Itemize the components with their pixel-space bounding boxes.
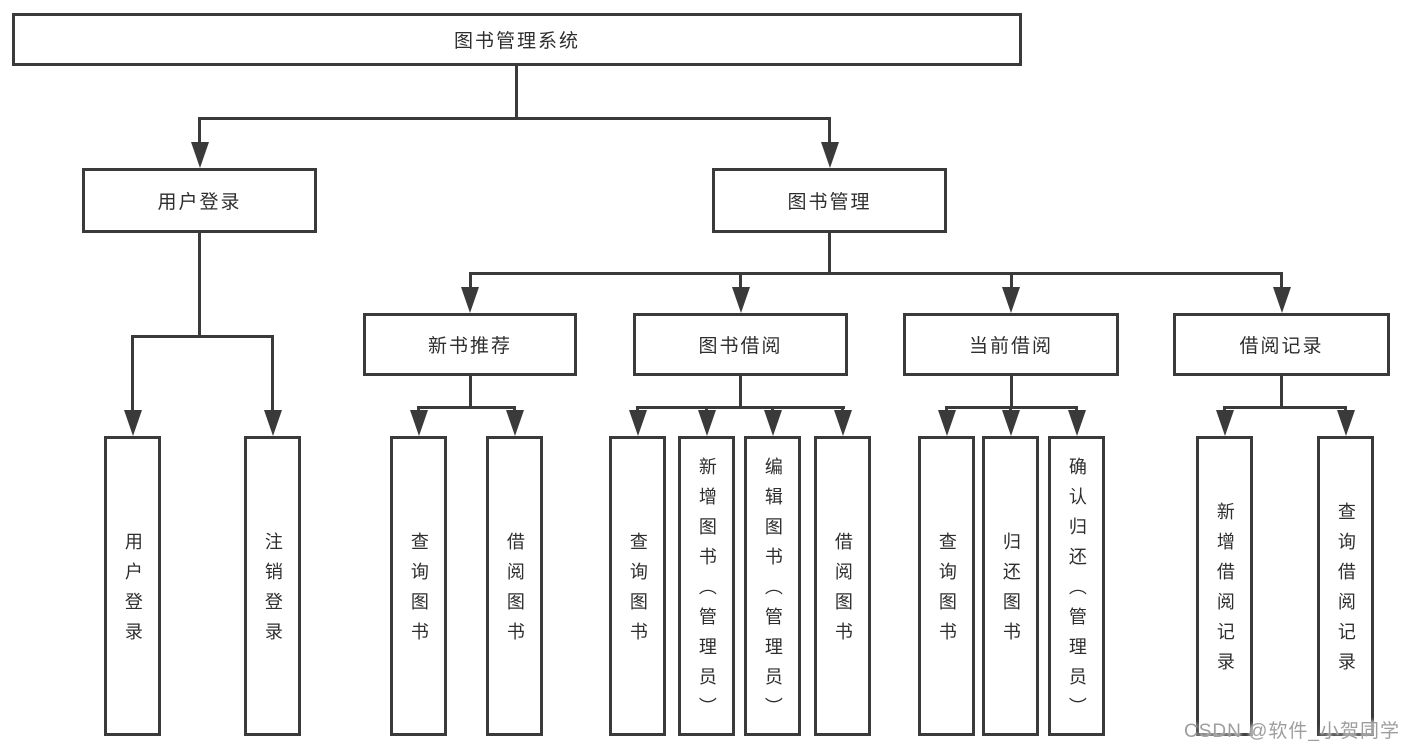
connector-feed [468, 373, 472, 408]
leaf-borrow-books: 借阅图书 [814, 436, 871, 736]
arrow-down-icon [263, 410, 282, 436]
node-book-management: 图书管理 [712, 168, 947, 233]
arrow-down-icon [1272, 287, 1291, 313]
arrow-down-icon [628, 410, 647, 436]
connector-drop-level3 [1009, 272, 1013, 290]
node-user-login: 用户登录 [82, 168, 317, 233]
connector-drop-leaf [131, 335, 134, 412]
leaf-label: 借阅图书 [832, 532, 853, 652]
node-book-borrow: 图书借阅 [633, 313, 848, 376]
connector-drop-leaf [271, 335, 274, 412]
arrow-down-icon [937, 410, 956, 436]
leaf-label: 新增图书（管理员） [696, 457, 717, 727]
connector-user-login-split [131, 335, 274, 338]
node-library-system: 图书管理系统 [12, 13, 1022, 66]
leaf-query-books-current: 查询图书 [918, 436, 975, 736]
arrow-down-icon [820, 142, 839, 168]
connector-book-mgmt-feed [828, 230, 831, 274]
arrow-down-icon [1067, 410, 1086, 436]
leaf-label: 归还图书 [1000, 532, 1021, 652]
leaf-label: 新增借阅记录 [1214, 502, 1235, 682]
connector-feed [1280, 373, 1283, 408]
leaf-add-borrow-record: 新增借阅记录 [1196, 436, 1253, 736]
arrow-down-icon [123, 410, 142, 436]
connector-split [1223, 406, 1347, 409]
arrow-down-icon [1001, 410, 1020, 436]
connector-feed [739, 373, 742, 408]
leaf-add-book-admin: 新增图书（管理员） [678, 436, 735, 736]
arrow-down-icon [697, 410, 716, 436]
connector-root-branch [198, 117, 831, 120]
leaf-query-borrow-record: 查询借阅记录 [1317, 436, 1374, 736]
connector-user-login-feed [198, 230, 201, 337]
leaf-label: 借阅图书 [504, 532, 525, 652]
arrow-down-icon [505, 410, 524, 436]
leaf-query-books-borrow: 查询图书 [609, 436, 666, 736]
leaf-logout: 注销登录 [244, 436, 301, 736]
leaf-label: 确认归还（管理员） [1066, 457, 1087, 727]
connector-drop-level3 [739, 272, 742, 290]
connector-drop-level3 [1280, 272, 1283, 290]
arrow-down-icon [763, 410, 782, 436]
leaf-label: 注销登录 [262, 532, 283, 652]
arrow-down-icon [461, 287, 479, 313]
connector-drop-level3 [468, 272, 472, 290]
node-borrow-records: 借阅记录 [1173, 313, 1390, 376]
leaf-label: 查询图书 [408, 532, 429, 652]
leaf-confirm-return-admin: 确认归还（管理员） [1048, 436, 1105, 736]
node-current-borrow: 当前借阅 [903, 313, 1119, 376]
connector-drop-book-mgmt [828, 117, 831, 145]
leaf-label: 查询图书 [936, 532, 957, 652]
arrow-down-icon [833, 410, 852, 436]
arrow-down-icon [731, 287, 750, 313]
leaf-query-books-recommend: 查询图书 [390, 436, 447, 736]
leaf-edit-book-admin: 编辑图书（管理员） [744, 436, 801, 736]
arrow-down-icon [1336, 410, 1355, 436]
arrow-down-icon [1002, 287, 1020, 313]
connector-feed [1009, 373, 1013, 408]
leaf-return-book: 归还图书 [982, 436, 1039, 736]
csdn-watermark: CSDN @软件_小贺同学 [1184, 721, 1400, 742]
leaf-label: 查询借阅记录 [1335, 502, 1356, 682]
leaf-borrow-books-recommend: 借阅图书 [486, 436, 543, 736]
leaf-user-login: 用户登录 [104, 436, 161, 736]
node-new-book-recommend: 新书推荐 [363, 313, 577, 376]
leaf-label: 用户登录 [122, 532, 143, 652]
connector-split [636, 406, 845, 409]
leaf-label: 编辑图书（管理员） [762, 457, 783, 727]
arrow-down-icon [409, 410, 428, 436]
connector-book-mgmt-branch [468, 272, 1283, 275]
connector-split [417, 406, 516, 409]
arrow-down-icon [1215, 410, 1234, 436]
leaf-label: 查询图书 [627, 532, 648, 652]
connector-drop-user-login [198, 117, 201, 145]
connector-root-feed [514, 64, 518, 120]
arrow-down-icon [190, 142, 209, 168]
